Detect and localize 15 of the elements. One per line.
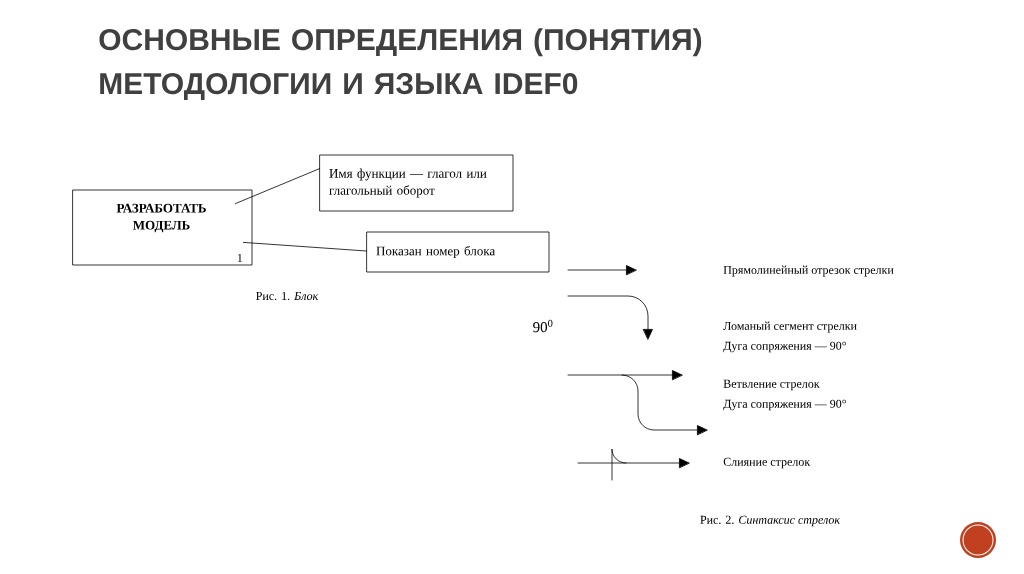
arrow-description: Прямолинейный отрезок стрелки [723,265,894,277]
figure-caption: Рис. 2. Синтаксис стрелок [700,515,841,527]
slide-title: ОСНОВНЫЕ ОПРЕДЕЛЕНИЯ (ПОНЯТИЯ) МЕТОДОЛОГИИ И ЯЗЫКА IDEF0 [99,28,702,100]
callout-box: Показан номер блока [366,231,550,273]
callout-box: Имя функции — глагол или глагольный оборот [319,154,514,212]
arrow-description: Дуга сопряжения — 90° [723,399,846,411]
angle-label: 90$^{0}$ [533,319,553,333]
arrow-description: Дуга сопряжения — 90° [723,341,846,353]
leader-line [235,168,320,204]
arrow-description: Ветвление стрелок [723,379,820,391]
leader-line [243,242,367,252]
function-block: РАЗРАБОТАТЬ МОДЕЛЬ 1 [72,189,253,266]
figure-caption: Рис. 1. Блок [256,291,319,301]
arrow-description: Слияние стрелок [723,457,811,469]
arrow-description: Ломаный сегмент стрелки [723,321,857,333]
